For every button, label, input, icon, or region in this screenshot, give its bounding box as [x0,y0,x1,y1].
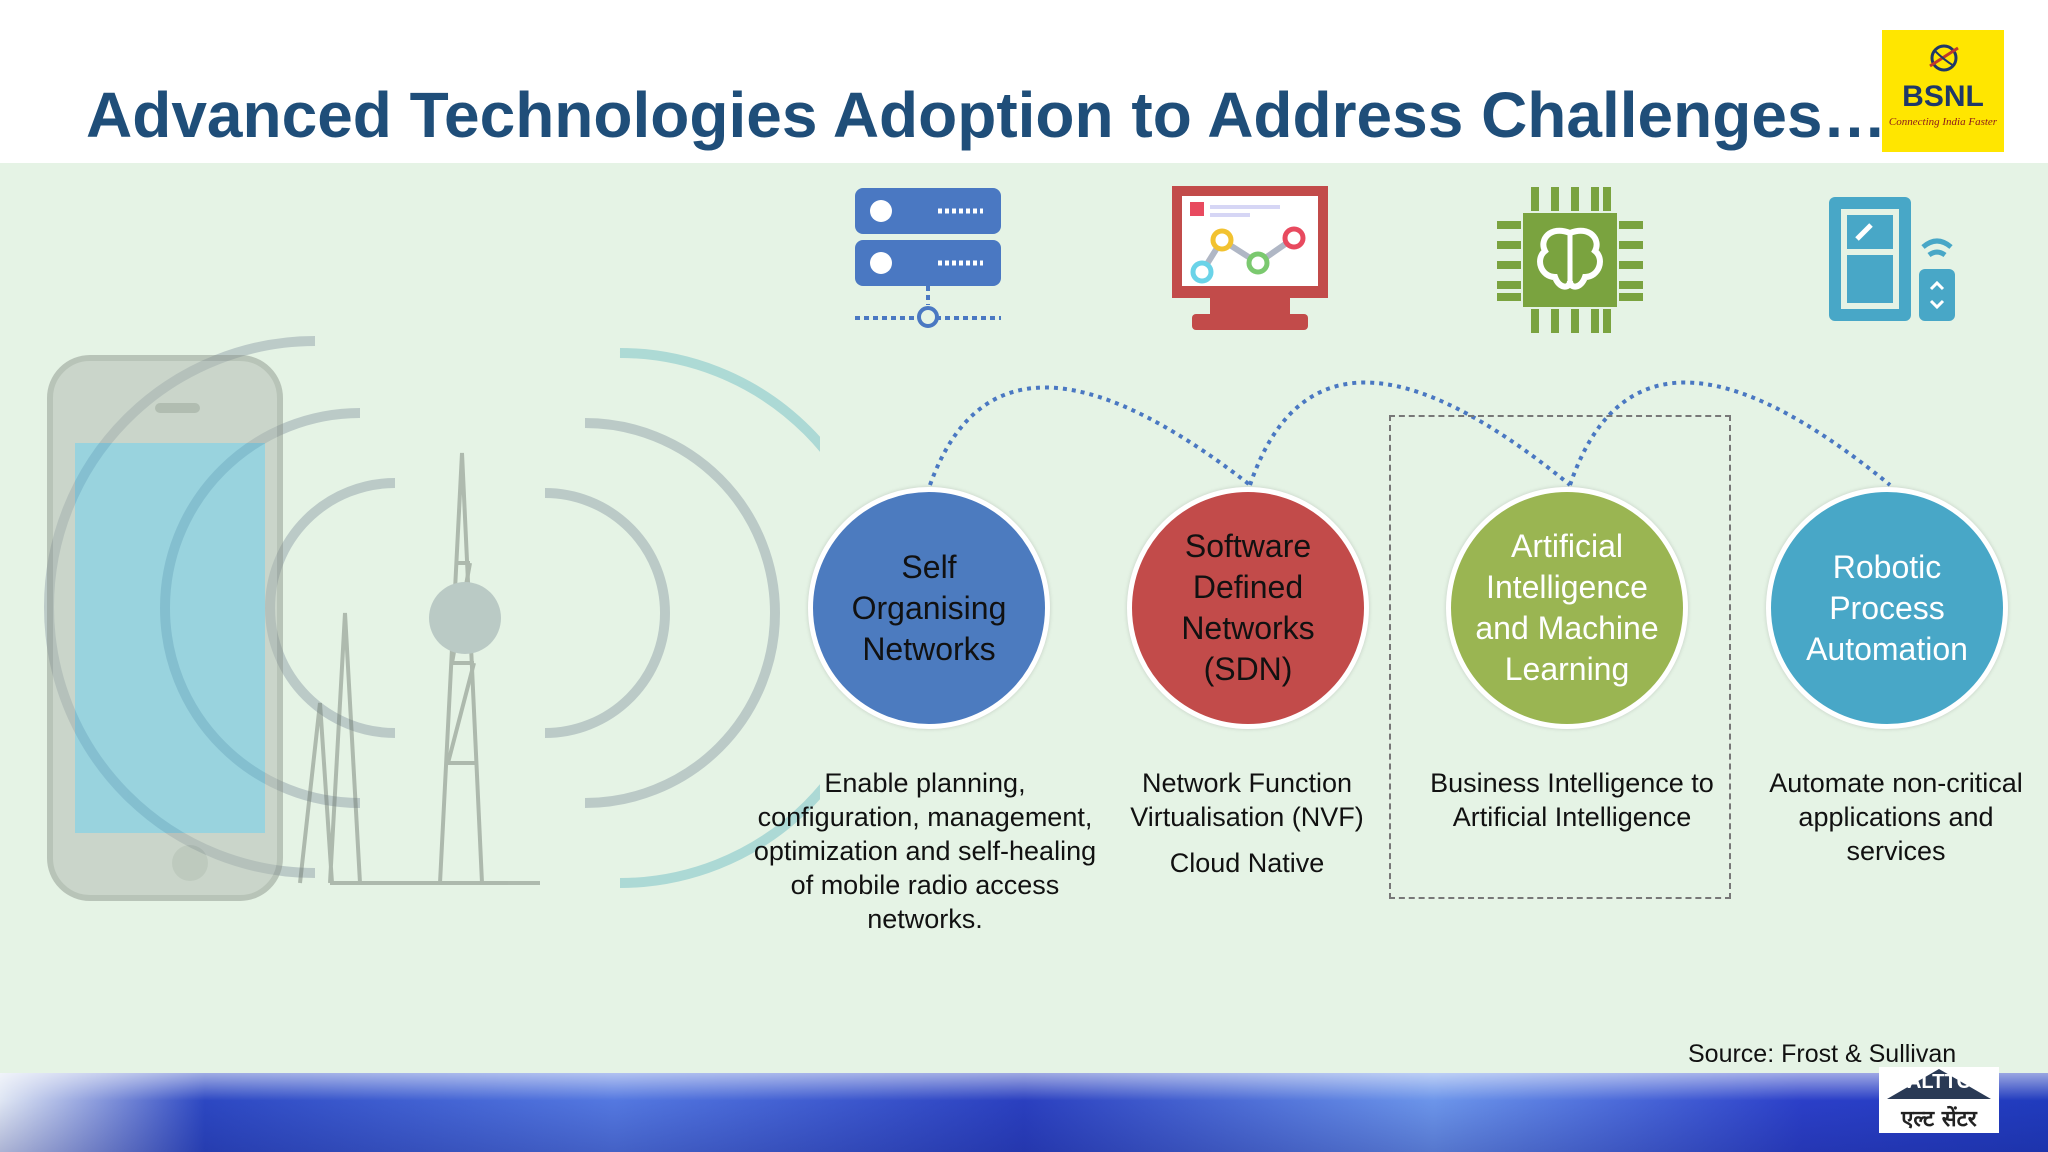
tech-circle-ai-ml: Artificial Intelligence and Machine Lear… [1446,487,1688,729]
tech-label-sdn: Software Defined Networks (SDN) [1181,528,1315,687]
description-line: Automate non-critical applications and s… [1769,768,2023,866]
connector-arcs [928,380,1892,487]
alttc-logo: ALTTC एल्ट सेंटर [1879,1067,1999,1133]
source-note: Source: Frost & Sullivan [1688,1040,1957,1068]
phone [47,355,283,901]
tech-label-ai-ml: Artificial Intelligence and Machine Lear… [1475,528,1659,687]
description-line: Network Function Virtualisation (NVF) [1130,768,1364,832]
brain-chip-icon [1497,187,1643,333]
triangle-logo-icon [1887,1069,1991,1099]
tech-circle-son: Self Organising Networks [808,487,1050,729]
bsnl-logo: BSNL Connecting India Faster [1882,30,2004,152]
tech-circle-rpa: Robotic Process Automation [1766,487,2008,729]
telecom-background-illustration [44,336,820,901]
alttc-hindi-name: एल्ट सेंटर [1901,1107,1977,1132]
alttc-name: ALTTC [1906,1071,1972,1093]
tech-description-son: Enable planning, configuration, manageme… [740,766,1110,936]
tech-description-sdn: Network Function Virtualisation (NVF) Cl… [1117,766,1377,880]
server-icon [855,188,1001,328]
highlight-box [1389,415,1731,899]
connector-arc-1 [928,385,1252,487]
description-line: Enable planning, configuration, manageme… [753,768,1097,934]
logo-tagline: Connecting India Faster [1888,116,1998,128]
logo-name: BSNL [1902,80,1984,113]
connector-arc-3 [1568,380,1892,487]
smart-device-icon [1829,197,1955,321]
slide-title: Advanced Technologies Adoption to Addres… [86,79,1887,151]
description-line: Cloud Native [1169,848,1325,878]
tech-circle-sdn: Software Defined Networks (SDN) [1127,487,1369,729]
tech-description-ai-ml: Business Intelligence to Artificial Inte… [1422,766,1722,834]
tech-label-rpa: Robotic Process Automation [1806,548,1968,667]
tower [298,452,540,885]
description-line: Business Intelligence to Artificial Inte… [1430,768,1714,832]
footer-band [0,1073,2048,1152]
tech-description-rpa: Automate non-critical applications and s… [1756,766,2036,868]
globe-logo-icon [1929,44,1959,72]
tech-label-son: Self Organising Networks [851,548,1007,667]
monitor-chart-icon [1172,186,1328,330]
connector-arc-2 [1248,380,1572,487]
